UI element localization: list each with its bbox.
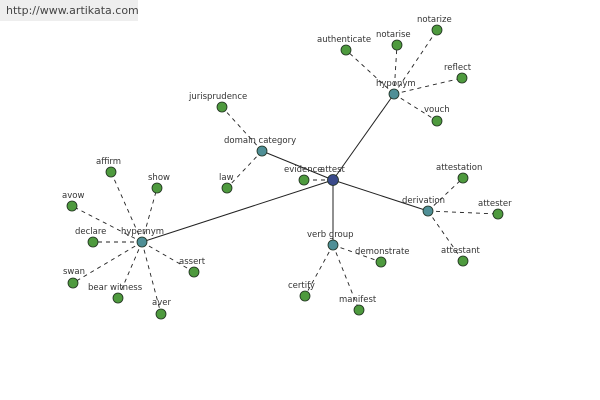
edge-derivation-attester [427, 210, 499, 215]
edge-derivation-attestant [427, 210, 464, 262]
node-hypernym[interactable] [136, 236, 148, 248]
node-label-attestation: attestation [436, 163, 482, 173]
node-label-bear-witness: bear witness [88, 283, 143, 293]
node-label-reflect: reflect [444, 63, 472, 73]
edge-hyponym-notarise [393, 44, 398, 95]
edge-domain-category-jurisprudence [221, 106, 263, 152]
node-aver[interactable] [155, 308, 167, 320]
node-jurisprudence[interactable] [216, 101, 228, 113]
edge-hyponym-vouch [393, 93, 438, 122]
node-label-assert: assert [179, 257, 206, 267]
node-label-avow: avow [62, 191, 84, 201]
node-avow[interactable] [66, 200, 78, 212]
node-domain-category[interactable] [256, 145, 268, 157]
node-label-domain-category: domain category [224, 136, 296, 146]
node-reflect[interactable] [456, 72, 468, 84]
node-affirm[interactable] [105, 166, 117, 178]
node-label-declare: declare [75, 227, 106, 237]
node-label-jurisprudence: jurisprudence [188, 92, 247, 102]
node-attester[interactable] [492, 208, 504, 220]
node-label-attest: attest [320, 165, 346, 175]
node-label-derivation: derivation [402, 196, 445, 206]
edge-hypernym-swan [72, 241, 143, 284]
node-label-vouch: vouch [424, 105, 450, 115]
edge-verb-group-certify [304, 244, 334, 297]
edge-attest-hyponym [332, 93, 395, 181]
watermark-url: http://www.artikata.com [0, 0, 139, 21]
node-label-show: show [148, 173, 170, 183]
node-evidence[interactable] [298, 174, 310, 186]
node-notarise[interactable] [391, 39, 403, 51]
node-label-authenticate: authenticate [317, 35, 371, 45]
node-label-notarize: notarize [417, 15, 452, 25]
node-label-attestant: attestant [441, 246, 480, 256]
node-bear-witness[interactable] [112, 292, 124, 304]
edge-hypernym-avow [71, 205, 143, 243]
node-label-evidence: evidence [284, 165, 323, 175]
labels-layer: attest hyponym domain category hypernym verb… [62, 15, 512, 308]
node-certify[interactable] [299, 290, 311, 302]
edges-layer [71, 29, 499, 315]
node-manifest[interactable] [353, 304, 365, 316]
node-label-hypernym: hypernym [121, 227, 164, 237]
node-derivation[interactable] [422, 205, 434, 217]
edge-attest-domain-category [261, 150, 334, 181]
node-attestation[interactable] [457, 172, 469, 184]
node-demonstrate[interactable] [375, 256, 387, 268]
edge-hyponym-reflect [393, 77, 463, 95]
node-label-hyponym: hyponym [376, 79, 416, 89]
node-assert[interactable] [188, 266, 200, 278]
node-label-verb-group: verb group [307, 230, 354, 240]
node-authenticate[interactable] [340, 44, 352, 56]
edge-attest-hypernym [141, 179, 334, 243]
node-label-demonstrate: demonstrate [355, 247, 410, 257]
edge-domain-category-law [226, 150, 263, 189]
edge-derivation-attestation [427, 177, 464, 212]
node-label-law: law [219, 173, 234, 183]
edge-hypernym-assert [141, 241, 195, 273]
node-attest[interactable] [327, 174, 339, 186]
node-label-swan: swan [63, 267, 85, 277]
node-label-affirm: affirm [96, 157, 121, 167]
node-label-notarise: notarise [376, 30, 411, 40]
node-label-attester: attester [478, 199, 512, 209]
node-swan[interactable] [67, 277, 79, 289]
node-vouch[interactable] [431, 115, 443, 127]
nodes-layer [66, 24, 504, 320]
node-verb-group[interactable] [327, 239, 339, 251]
node-attestant[interactable] [457, 255, 469, 267]
node-law[interactable] [221, 182, 233, 194]
node-label-manifest: manifest [339, 295, 377, 305]
node-hyponym[interactable] [388, 88, 400, 100]
edge-hypernym-show [141, 187, 158, 243]
edge-hyponym-authenticate [345, 49, 395, 95]
edge-hypernym-bear-witness [117, 241, 143, 299]
edge-hyponym-notarize [393, 29, 438, 95]
edge-attest-derivation [332, 179, 429, 212]
node-label-aver: aver [152, 298, 171, 308]
node-label-certify: certify [288, 281, 315, 291]
edge-verb-group-manifest [332, 244, 360, 311]
node-notarize[interactable] [431, 24, 443, 36]
node-show[interactable] [151, 182, 163, 194]
node-declare[interactable] [87, 236, 99, 248]
edge-verb-group-demonstrate [332, 244, 382, 263]
